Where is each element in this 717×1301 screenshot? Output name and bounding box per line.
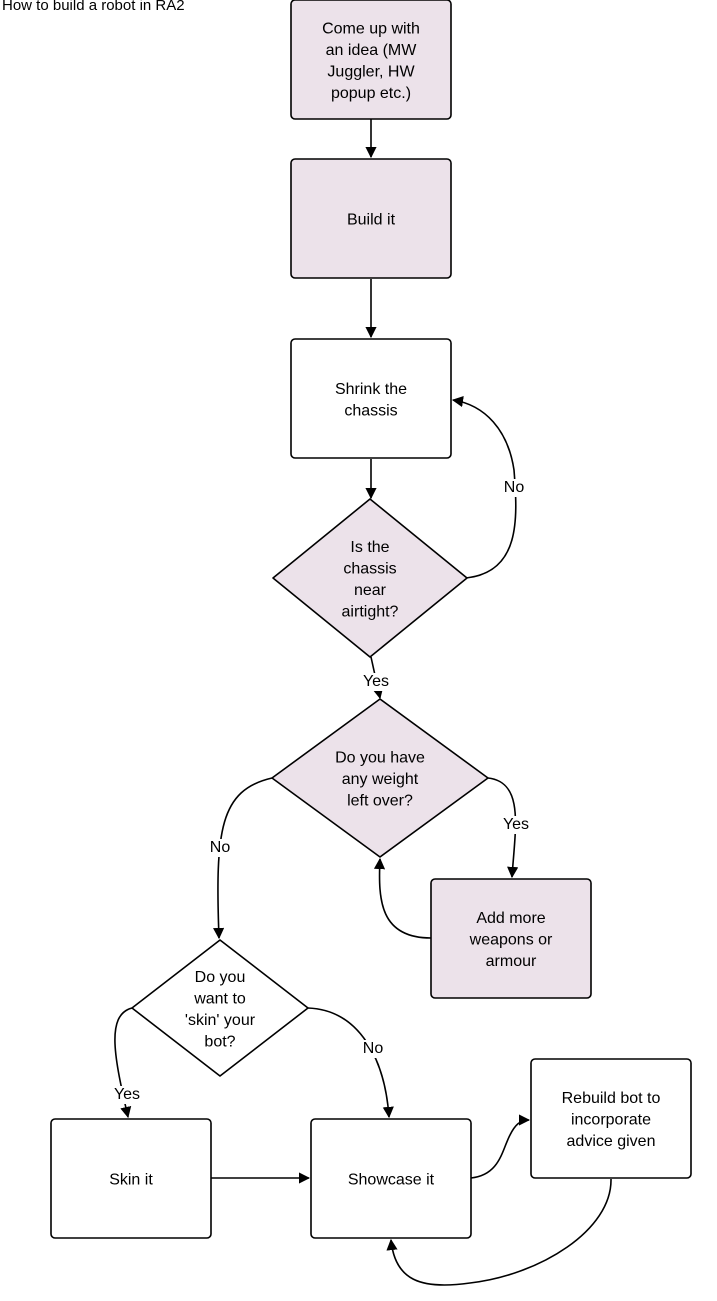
node-text-line: Is the — [350, 539, 389, 556]
node-text-line: want to — [193, 990, 246, 1007]
node-box — [50, 1118, 212, 1239]
edge-weight-add — [487, 777, 519, 879]
node-text-line: Do you — [195, 969, 246, 986]
node-build[interactable]: Build it — [290, 158, 452, 279]
node-weight[interactable]: Do you have any weight left over? — [271, 698, 489, 858]
node-text-line: Do you have — [335, 750, 425, 767]
node-skin[interactable]: Skin it — [50, 1118, 212, 1239]
edge-label-airtight-shrink: No — [504, 479, 525, 496]
edge-showcase-rebuild — [470, 1114, 531, 1179]
node-text-line: chassis — [344, 402, 397, 419]
node-text-line: Skin it — [109, 1172, 153, 1189]
node-text-line: Add more — [476, 910, 545, 927]
node-text-line: chassis — [343, 560, 396, 577]
node-text-line: Shrink the — [335, 381, 407, 398]
edge-label-bg — [113, 1086, 141, 1104]
node-box — [310, 1118, 472, 1239]
node-airtight[interactable]: Is the chassis near airtight? — [272, 498, 468, 658]
node-shrink[interactable]: Shrink the chassis — [290, 338, 452, 459]
edge-weight-skinq — [213, 777, 273, 940]
edge-airtight-shrink — [451, 396, 517, 579]
node-idea[interactable]: Come up with an idea (MW Juggler, HW popup … — [290, 0, 452, 120]
edge-label-weight-skinq: No — [210, 839, 231, 856]
node-text-line: weapons or — [469, 932, 553, 949]
edge-label-airtight-weight: Yes — [363, 673, 389, 690]
node-text-line: left over? — [347, 793, 413, 810]
node-text-line: bot? — [204, 1033, 235, 1050]
node-rebuild[interactable]: Rebuild bot to incorporate advice given — [530, 1058, 692, 1179]
node-box — [430, 878, 592, 999]
node-text-line: Build it — [347, 212, 396, 229]
edge-label-bg — [502, 816, 530, 834]
edge-add-weight — [373, 857, 432, 939]
node-text-line: near — [354, 582, 387, 599]
edge-label-bg — [359, 1040, 387, 1058]
node-text-line: an idea (MW — [326, 42, 418, 59]
node-add[interactable]: Add more weapons or armour — [430, 878, 592, 999]
node-text-line: advice given — [567, 1133, 656, 1150]
edge-skinq-showcase — [307, 1007, 394, 1119]
edge-label-skinq-showcase: No — [363, 1040, 384, 1057]
node-text-line: incorporate — [571, 1112, 651, 1129]
node-text-line: any weight — [342, 771, 419, 788]
node-text-line: armour — [486, 953, 537, 970]
node-text-line: Juggler, HW — [327, 63, 415, 80]
decision-diamond — [272, 498, 468, 658]
edge-rebuild-showcase — [386, 1178, 612, 1286]
edge-label-skinq-skin: Yes — [114, 1086, 140, 1103]
diagram-title: How to build a robot in RA2 — [2, 0, 185, 14]
node-box — [290, 158, 452, 279]
node-text-line: airtight? — [342, 603, 399, 620]
node-box — [530, 1058, 692, 1179]
node-box — [290, 338, 452, 459]
edge-label-bg — [206, 839, 234, 857]
node-text-line: Rebuild bot to — [562, 1090, 661, 1107]
edge-label-bg — [500, 479, 528, 497]
node-box — [290, 0, 452, 120]
node-text-line: popup etc.) — [331, 85, 411, 102]
node-showcase[interactable]: Showcase it — [310, 1118, 472, 1239]
node-text-line: Showcase it — [348, 1172, 435, 1189]
node-text-line: 'skin' your — [185, 1012, 256, 1029]
node-skin-q[interactable]: Do you want to 'skin' your bot? — [131, 939, 309, 1077]
node-text-line: Come up with — [322, 20, 420, 37]
decision-diamond — [271, 698, 489, 858]
decision-diamond — [131, 939, 309, 1077]
edge-label-bg — [362, 673, 390, 691]
edge-label-weight-add: Yes — [503, 816, 529, 833]
